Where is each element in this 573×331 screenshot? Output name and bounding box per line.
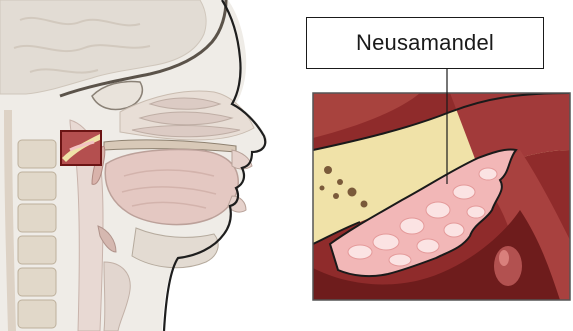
label-box: Neusamandel xyxy=(306,17,544,69)
head-cross-section xyxy=(0,0,267,331)
adenoid-label: Neusamandel xyxy=(356,30,494,56)
zoom-detail xyxy=(313,93,570,300)
uvula-knob xyxy=(494,246,522,286)
adenoid-highlight-box xyxy=(61,131,101,165)
